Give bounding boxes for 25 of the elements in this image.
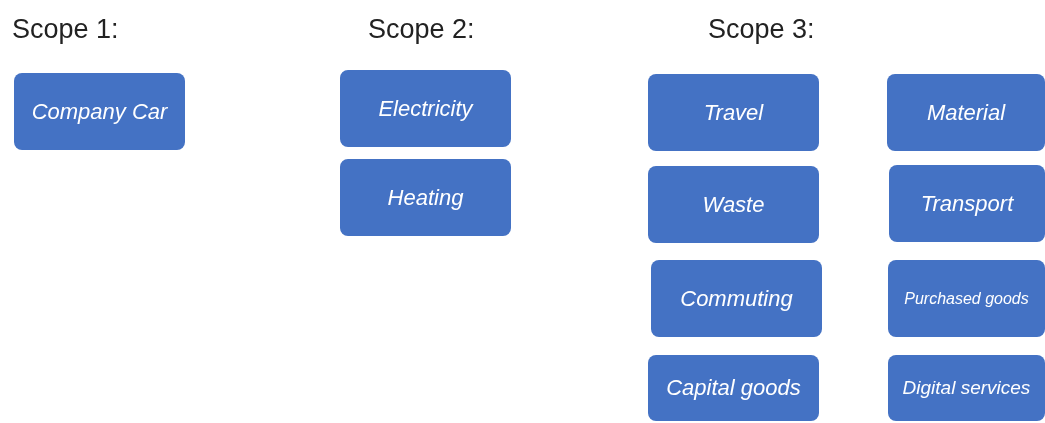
category-box [648, 166, 819, 243]
category-box [340, 159, 511, 236]
scope-heading: Scope 1: [12, 14, 119, 45]
category-box [14, 73, 185, 150]
category-label: Travel [703, 99, 764, 126]
category-box [340, 70, 511, 147]
category-label: Heating [387, 184, 464, 211]
category-label: Commuting [680, 285, 793, 312]
category-label: Digital services [902, 377, 1031, 399]
category-box [648, 355, 819, 421]
category-box [887, 74, 1045, 151]
category-box [648, 74, 819, 151]
category-label: Purchased goods [904, 289, 1029, 308]
category-box [888, 260, 1045, 337]
category-label: Material [926, 99, 1006, 126]
category-box [889, 165, 1045, 242]
scope-heading: Scope 3: [708, 14, 815, 45]
category-label: Company Car [31, 98, 168, 125]
category-label: Electricity [378, 95, 473, 122]
category-label: Transport [920, 190, 1014, 217]
category-label: Capital goods [666, 375, 801, 401]
category-label: Waste [702, 191, 765, 218]
category-box [651, 260, 822, 337]
category-box [888, 355, 1045, 421]
scope-heading: Scope 2: [368, 14, 475, 45]
